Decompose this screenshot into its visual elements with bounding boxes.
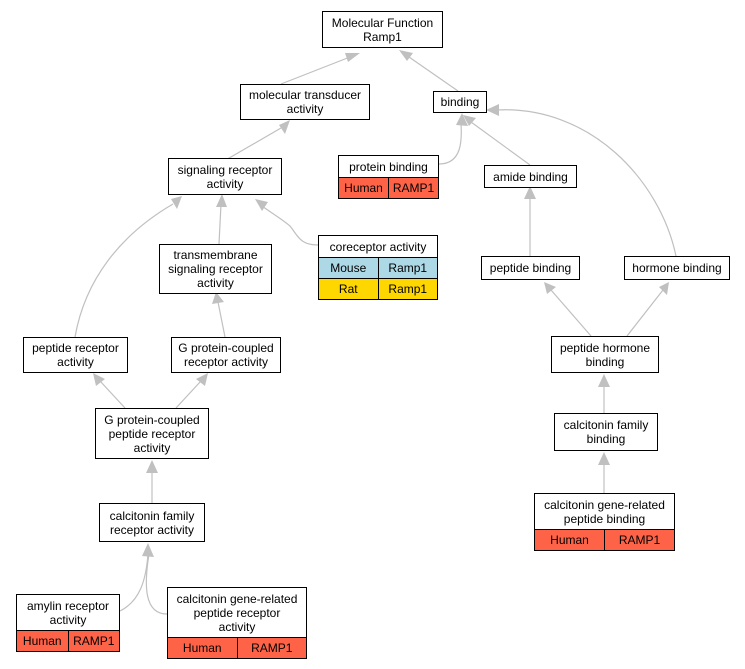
edge-coreceptor-to-signaling-receptor <box>261 205 319 246</box>
node-label: molecular transducer activity <box>248 88 362 116</box>
node-calcitonin-gene-related-peptide-binding[interactable]: calcitonin gene-related peptide binding … <box>534 493 675 551</box>
annotation-gene: Ramp1 <box>377 279 437 299</box>
node-label: protein binding <box>349 159 428 174</box>
arrowhead-icon <box>598 374 610 387</box>
node-label: calcitonin family receptor activity <box>109 508 195 537</box>
annotation-row: Human RAMP1 <box>168 637 306 658</box>
node-label: amide binding <box>493 169 568 184</box>
edge-gpcr-peptide-to-gpcr <box>175 380 202 409</box>
arrowhead-icon <box>544 282 556 294</box>
node-peptide-receptor-activity[interactable]: peptide receptor activity <box>23 337 128 373</box>
annotation-row: Rat Ramp1 <box>319 278 437 299</box>
annotation-gene: RAMP1 <box>236 638 306 658</box>
arrowhead-icon <box>255 199 268 211</box>
edge-gpcr-peptide-to-peptide-receptor <box>99 380 126 409</box>
edge-peptide-hormone-binding-to-peptide-binding <box>550 289 592 337</box>
edge-gpcr-to-transmembrane <box>217 301 226 338</box>
annotation-gene: RAMP1 <box>388 178 438 198</box>
arrowhead-icon <box>196 373 208 386</box>
node-label: Molecular Function Ramp1 <box>331 15 434 44</box>
arrowhead-icon <box>524 186 536 199</box>
node-calcitonin-gene-related-peptide-receptor-activity[interactable]: calcitonin gene-related peptide receptor… <box>167 587 307 659</box>
edge-protein-binding-to-binding <box>438 123 462 165</box>
node-label: transmembrane signaling receptor activit… <box>168 248 263 290</box>
node-amide-binding[interactable]: amide binding <box>484 165 577 188</box>
annotation-row: Mouse Ramp1 <box>319 257 437 278</box>
annotation-species: Human <box>535 530 604 550</box>
arrowhead-icon <box>171 196 182 209</box>
arrowhead-icon <box>659 282 669 295</box>
edge-amide-binding-to-binding <box>470 121 531 166</box>
annotation-row: Human RAMP1 <box>535 529 674 550</box>
annotation-row: Human RAMP1 <box>17 630 119 651</box>
edge-amylin-receptor-to-calcitonin-family-receptor <box>119 553 149 612</box>
node-coreceptor-activity[interactable]: coreceptor activity Mouse Ramp1 Rat Ramp… <box>318 235 438 300</box>
annotation-row: Human RAMP1 <box>339 177 438 198</box>
node-calcitonin-family-binding[interactable]: calcitonin family binding <box>554 413 658 451</box>
node-molecular-transducer-activity[interactable]: molecular transducer activity <box>240 84 370 120</box>
edge-peptide-receptor-to-signaling-receptor <box>74 203 174 338</box>
node-label: G protein-coupled peptide receptor activ… <box>104 412 200 455</box>
node-peptide-hormone-binding[interactable]: peptide hormone binding <box>551 336 659 373</box>
node-protein-binding[interactable]: protein binding Human RAMP1 <box>338 155 439 199</box>
edge-peptide-hormone-binding-to-hormone-binding <box>626 289 664 337</box>
arrowhead-icon <box>486 104 499 116</box>
arrowhead-icon <box>142 543 154 557</box>
annotation-species: Human <box>339 178 388 198</box>
annotation-species: Human <box>168 638 237 658</box>
node-g-protein-coupled-peptide-receptor-activity[interactable]: G protein-coupled peptide receptor activ… <box>95 408 209 459</box>
node-label: coreceptor activity <box>329 239 427 254</box>
node-label: calcitonin gene-related peptide binding <box>544 497 665 526</box>
edge-binding-to-root <box>408 56 459 92</box>
edge-signaling-receptor-to-molecular-transducer <box>223 127 282 162</box>
arrowhead-icon <box>463 115 476 126</box>
node-label: peptide hormone binding <box>559 340 651 369</box>
node-transmembrane-signaling-receptor-activity[interactable]: transmembrane signaling receptor activit… <box>159 244 272 294</box>
node-label: calcitonin family binding <box>563 418 649 446</box>
arrowhead-icon <box>345 53 360 62</box>
arrowhead-icon <box>212 292 224 304</box>
arrowhead-icon <box>146 460 158 473</box>
node-label: hormone binding <box>632 261 722 275</box>
node-label: peptide binding <box>489 261 572 275</box>
node-signaling-receptor-activity[interactable]: signaling receptor activity <box>168 158 282 195</box>
node-label: G protein-coupled receptor activity <box>178 341 274 369</box>
edge-cgrp-receptor-to-calcitonin-family-receptor <box>145 553 168 615</box>
arrowhead-icon <box>216 194 227 207</box>
node-g-protein-coupled-receptor-activity[interactable]: G protein-coupled receptor activity <box>171 337 281 373</box>
node-calcitonin-family-receptor-activity[interactable]: calcitonin family receptor activity <box>99 503 205 542</box>
annotation-species: Rat <box>319 279 378 299</box>
edge-transmembrane-to-signaling-receptor <box>218 203 222 245</box>
arrowhead-icon <box>456 113 468 126</box>
node-peptide-binding[interactable]: peptide binding <box>481 256 580 280</box>
node-label: calcitonin gene-related peptide receptor… <box>176 591 298 634</box>
node-molecular-function-root[interactable]: Molecular Function Ramp1 <box>322 11 443 48</box>
edge-hormone-binding-to-binding <box>495 109 677 257</box>
arrowhead-icon <box>279 120 290 134</box>
arrowhead-icon <box>598 452 610 465</box>
annotation-species: Mouse <box>319 258 378 278</box>
node-label: signaling receptor activity <box>177 162 273 191</box>
annotation-gene: RAMP1 <box>67 631 119 651</box>
node-amylin-receptor-activity[interactable]: amylin receptor activity Human RAMP1 <box>16 594 120 652</box>
node-label: amylin receptor activity <box>26 598 110 627</box>
annotation-species: Human <box>17 631 68 651</box>
annotation-gene: Ramp1 <box>377 258 437 278</box>
annotation-gene: RAMP1 <box>604 530 674 550</box>
node-hormone-binding[interactable]: hormone binding <box>624 256 730 280</box>
arrowhead-icon <box>399 50 413 61</box>
arrowhead-icon <box>93 373 105 386</box>
node-binding[interactable]: binding <box>433 91 487 113</box>
node-label: peptide receptor activity <box>32 341 119 369</box>
edge-molecular-transducer-to-root <box>280 56 351 85</box>
node-label: binding <box>440 95 480 109</box>
